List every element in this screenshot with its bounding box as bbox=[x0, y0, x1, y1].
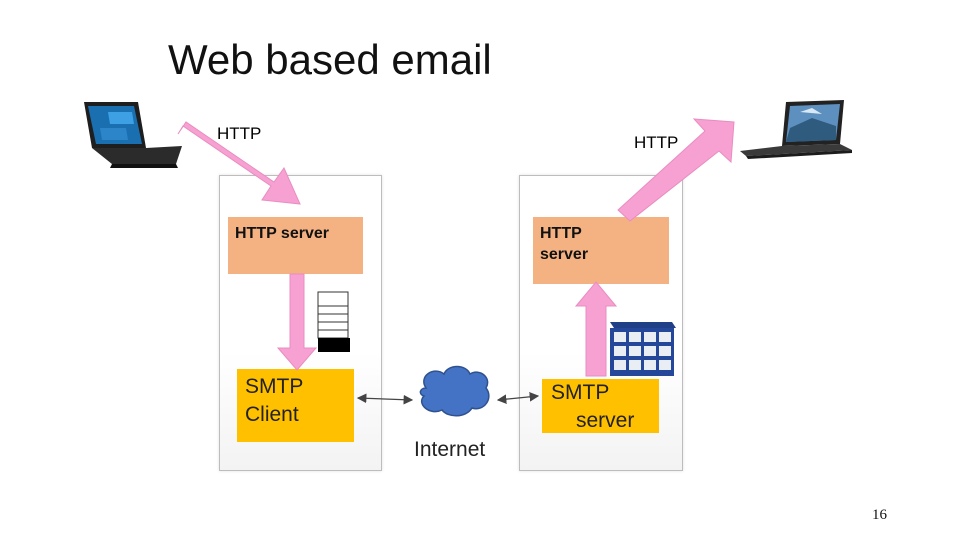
laptop-left-icon bbox=[84, 102, 182, 168]
left-http-server-label: HTTP server bbox=[235, 225, 329, 242]
smtp-server-label-line2: server bbox=[576, 409, 635, 432]
smtp-client-box: SMTP Client bbox=[237, 369, 354, 442]
http-label-left: HTTP bbox=[217, 124, 262, 143]
internet-label: Internet bbox=[414, 438, 486, 461]
smtp-server-box: SMTP server bbox=[542, 379, 659, 433]
laptop-right-icon bbox=[740, 100, 852, 159]
smtp-server-label-line1: SMTP bbox=[551, 381, 610, 404]
right-http-server-label-line2: server bbox=[540, 246, 589, 263]
right-http-server-label-line1: HTTP bbox=[540, 225, 582, 242]
page-number: 16 bbox=[872, 507, 887, 523]
left-http-server-box: HTTP server bbox=[228, 217, 363, 274]
smtp-client-label-line2: Client bbox=[245, 403, 299, 426]
http-label-right: HTTP bbox=[634, 133, 679, 152]
internet-cloud-icon bbox=[419, 365, 490, 417]
slide-title: Web based email bbox=[168, 36, 492, 83]
right-http-server-box: HTTP server bbox=[533, 217, 669, 284]
smtp-client-label-line1: SMTP bbox=[245, 375, 304, 398]
